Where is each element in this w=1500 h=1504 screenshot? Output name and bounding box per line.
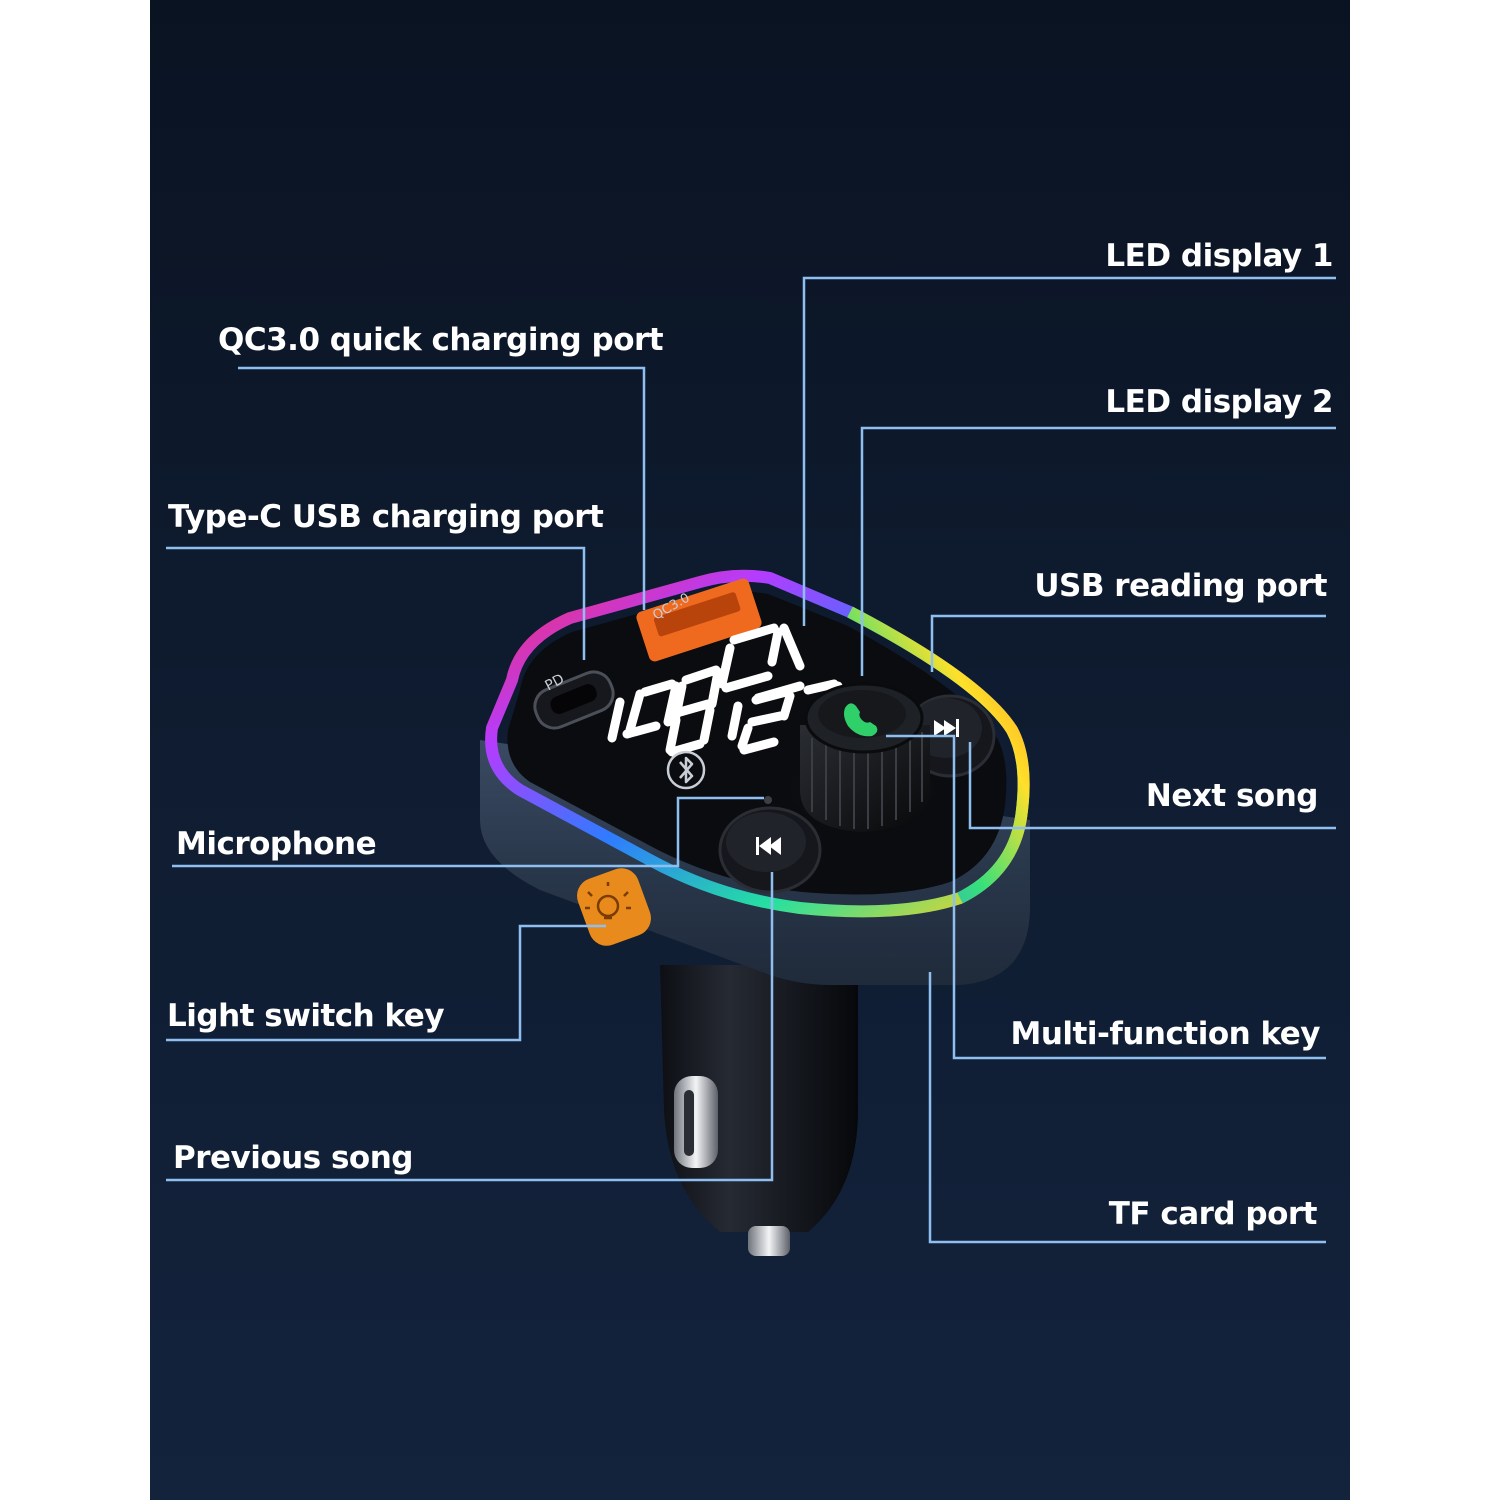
leader-led-display-2 (860, 426, 1336, 676)
label-usb-reading-port: USB reading port (1034, 568, 1327, 604)
leader-usb-reading-port (930, 614, 1326, 672)
previous-icon (756, 837, 781, 855)
led-segment (665, 665, 723, 757)
led-display (607, 623, 843, 757)
label-type-c-port: Type-C USB charging port (168, 499, 604, 535)
label-next-song: Next song (1145, 778, 1319, 814)
fm-transmitter-device: PD QC3.0 (480, 569, 1030, 1256)
type-c-port: PD (533, 670, 615, 730)
leader-previous-song (166, 872, 774, 1182)
microphone-hole (764, 796, 772, 804)
label-microphone: Microphone (176, 826, 377, 862)
leader-light-switch (166, 924, 606, 1042)
leader-type-c (166, 546, 586, 660)
led-segment (727, 687, 795, 755)
previous-song-button[interactable] (718, 806, 822, 894)
label-light-switch-key: Light switch key (167, 998, 445, 1034)
leader-qc30 (238, 366, 646, 610)
leader-microphone (172, 796, 764, 868)
label-multi-function-key: Multi-function key (1010, 1016, 1321, 1052)
label-led-display-1: LED display 1 (1105, 238, 1333, 274)
pd-port-text: PD (543, 671, 567, 694)
led-segment (607, 697, 625, 743)
leader-multi-function-key (886, 734, 1326, 1060)
plug-tip (748, 1226, 790, 1256)
label-qc30-port: QC3.0 quick charging port (218, 322, 664, 358)
label-led-display-2: LED display 2 (1105, 384, 1333, 420)
plug-side-contact (674, 1076, 718, 1168)
led-segment (717, 623, 783, 693)
leader-tf-card-port (928, 972, 1326, 1244)
bluetooth-icon (666, 750, 706, 790)
leader-led-display-1 (802, 276, 1336, 626)
leader-lines (166, 276, 1336, 1244)
multi-function-knob[interactable] (790, 682, 934, 832)
label-tf-card-port: TF card port (1108, 1196, 1318, 1232)
phone-icon (844, 703, 878, 737)
led-segment (622, 679, 681, 739)
label-previous-song: Previous song (173, 1140, 414, 1176)
next-icon (934, 719, 959, 737)
leader-next-song (968, 742, 1336, 830)
light-bulb-icon (585, 882, 631, 920)
